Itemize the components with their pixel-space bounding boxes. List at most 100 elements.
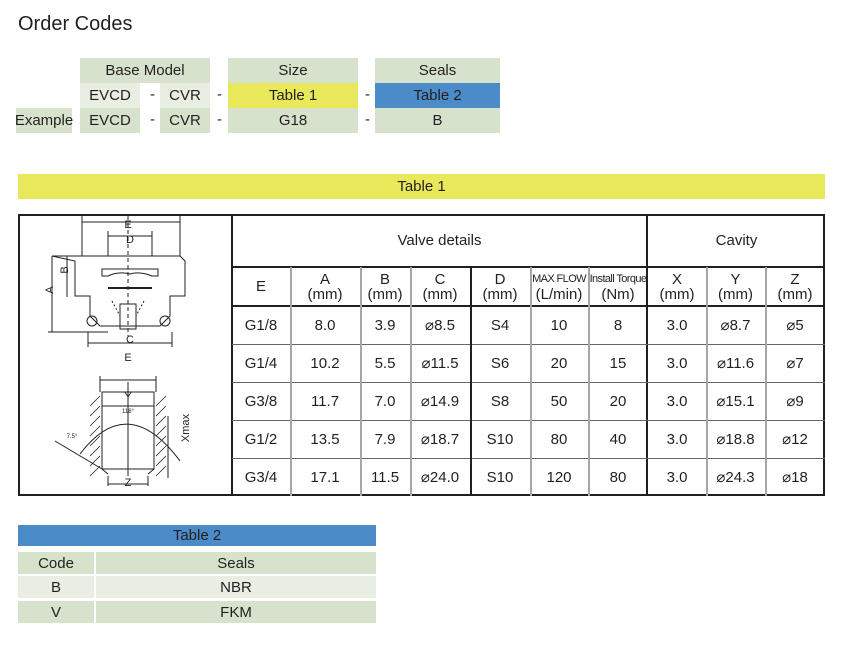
table-cell: 3.9 bbox=[374, 316, 396, 334]
separator: - bbox=[365, 86, 370, 103]
column-divider bbox=[530, 267, 532, 496]
column-name: MAX FLOW bbox=[532, 272, 586, 285]
column-name: Z bbox=[790, 270, 800, 288]
column-unit: (mm) bbox=[482, 285, 518, 303]
table-cell: S8 bbox=[490, 392, 510, 410]
label-e: E bbox=[124, 219, 131, 231]
table-cell: 3.0 bbox=[666, 316, 688, 334]
table-cell: ⌀8.7 bbox=[720, 316, 751, 334]
column-divider bbox=[765, 267, 767, 496]
label-angle: 118° bbox=[122, 409, 135, 415]
table-cell: 80 bbox=[609, 468, 627, 486]
column-unit: (mm) bbox=[367, 285, 403, 303]
separator: - bbox=[150, 86, 155, 103]
table-cell: 3.0 bbox=[666, 392, 688, 410]
table-cell: G3/4 bbox=[244, 468, 278, 486]
table-cell: ⌀14.9 bbox=[420, 392, 460, 410]
column-unit: (mm) bbox=[659, 285, 695, 303]
example-label: Example bbox=[15, 108, 73, 133]
table-cell: ⌀12 bbox=[782, 430, 808, 448]
table2-cell: NBR bbox=[96, 576, 376, 598]
column-unit: (mm) bbox=[307, 285, 343, 303]
column-unit: (mm) bbox=[777, 285, 813, 303]
table-cell: ⌀8.5 bbox=[425, 316, 455, 334]
table-cell: ⌀18.8 bbox=[716, 430, 755, 448]
column-divider bbox=[290, 267, 292, 496]
column-header-z: Z(mm) bbox=[765, 267, 825, 306]
column-unit: (L/min) bbox=[535, 285, 583, 303]
column-header-y: Y(mm) bbox=[706, 267, 765, 306]
table-cell: 13.5 bbox=[310, 430, 340, 448]
code-seals-table2[interactable]: Table 2 bbox=[375, 83, 500, 108]
column-name: X bbox=[671, 270, 682, 288]
column-header-e: E bbox=[232, 267, 290, 306]
table-cell: 80 bbox=[550, 430, 568, 448]
table-cell: 3.0 bbox=[666, 354, 688, 372]
column-name: A bbox=[319, 270, 330, 288]
table-cell: 7.9 bbox=[374, 430, 396, 448]
column-header-max-flow: MAX FLOW(L/min) bbox=[530, 267, 588, 306]
table2-cell: B bbox=[18, 576, 94, 598]
column-divider bbox=[706, 267, 708, 496]
column-name: C bbox=[434, 270, 446, 288]
label-a: A bbox=[44, 286, 56, 294]
table-cell: ⌀24.3 bbox=[716, 468, 755, 486]
table-cell: 11.5 bbox=[370, 468, 400, 486]
row-divider bbox=[232, 382, 825, 383]
header-base-model: Base Model bbox=[80, 58, 210, 83]
column-divider bbox=[410, 267, 412, 496]
header-seals: Seals bbox=[375, 58, 500, 83]
separator: - bbox=[217, 86, 222, 103]
label-e-cavity: E bbox=[124, 352, 131, 364]
example-seals: B bbox=[375, 108, 500, 133]
header-size: Size bbox=[228, 58, 358, 83]
table-cell: 3.0 bbox=[666, 468, 688, 486]
label-y: Y bbox=[124, 391, 132, 403]
table-cell: 10.2 bbox=[310, 354, 340, 372]
table-cell: S4 bbox=[490, 316, 510, 334]
label-chamfer: 7.5° bbox=[67, 434, 78, 440]
table-cell: 120 bbox=[546, 468, 572, 486]
column-name: Y bbox=[730, 270, 741, 288]
row-divider bbox=[232, 458, 825, 459]
table2-cell: V bbox=[18, 601, 94, 623]
code-cvr: CVR bbox=[160, 83, 210, 108]
table-cell: G1/4 bbox=[244, 354, 278, 372]
column-unit: (mm) bbox=[422, 285, 458, 303]
column-header-d: D(mm) bbox=[470, 267, 530, 306]
table-cell: 3.0 bbox=[666, 430, 688, 448]
table-cell: 10 bbox=[550, 316, 568, 334]
table1-frame bbox=[18, 214, 825, 496]
table-cell: ⌀24.0 bbox=[420, 468, 460, 486]
column-header-x: X(mm) bbox=[648, 267, 706, 306]
table2-header-code: Code bbox=[18, 552, 94, 574]
group-header-cavity: Cavity bbox=[715, 232, 758, 249]
table-cell: S10 bbox=[486, 430, 514, 448]
table-cell: ⌀18 bbox=[782, 468, 808, 486]
column-unit: (Nm) bbox=[601, 285, 635, 303]
label-d: D bbox=[126, 234, 134, 246]
column-header-a: A(mm) bbox=[290, 267, 360, 306]
label-b: B bbox=[59, 266, 71, 273]
divider bbox=[231, 214, 233, 496]
row-divider bbox=[232, 344, 825, 345]
code-size-table1[interactable]: Table 1 bbox=[228, 83, 358, 108]
code-evcd: EVCD bbox=[80, 83, 140, 108]
row-divider bbox=[232, 420, 825, 421]
table2-title: Table 2 bbox=[18, 525, 376, 546]
column-header-install-torque: Install Torque(Nm) bbox=[588, 267, 648, 306]
table2-cell: FKM bbox=[96, 601, 376, 623]
table-cell: 5.5 bbox=[374, 354, 396, 372]
separator: - bbox=[365, 111, 370, 128]
example-evcd: EVCD bbox=[80, 108, 140, 133]
table-cell: 40 bbox=[609, 430, 627, 448]
table-cell: 8.0 bbox=[314, 316, 336, 334]
table-cell: ⌀11.6 bbox=[716, 354, 755, 372]
column-header-c: C(mm) bbox=[410, 267, 470, 306]
label-c: C bbox=[126, 334, 134, 346]
page-title: Order Codes bbox=[18, 13, 133, 35]
table-cell: 50 bbox=[550, 392, 568, 410]
example-cvr: CVR bbox=[160, 108, 210, 133]
table-cell: 15 bbox=[609, 354, 627, 372]
column-name: E bbox=[255, 278, 266, 295]
